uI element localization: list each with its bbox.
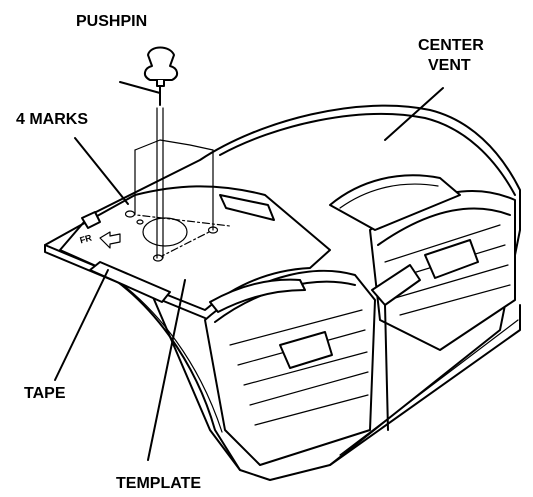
label-pushpin: PUSHPIN bbox=[76, 13, 147, 30]
leader-lines bbox=[54, 81, 444, 461]
upper-vent-opening bbox=[329, 174, 461, 231]
template-arrow-text: FR bbox=[79, 233, 94, 246]
label-template: TEMPLATE bbox=[116, 475, 201, 492]
template-sheet: FR bbox=[44, 185, 331, 319]
vent-divider bbox=[371, 264, 421, 431]
label-center-vent-line1: CENTER bbox=[418, 37, 484, 54]
pushpin-guide-lines bbox=[134, 107, 214, 259]
arrow-left-icon bbox=[99, 231, 121, 249]
label-center-vent-line2: VENT bbox=[428, 57, 471, 74]
label-tape: TAPE bbox=[24, 385, 66, 402]
left-vent bbox=[204, 269, 376, 466]
pushpin-icon bbox=[144, 46, 178, 106]
center-vent-right bbox=[369, 190, 516, 351]
tape-pieces bbox=[81, 194, 306, 313]
label-four-marks: 4 MARKS bbox=[16, 111, 88, 128]
